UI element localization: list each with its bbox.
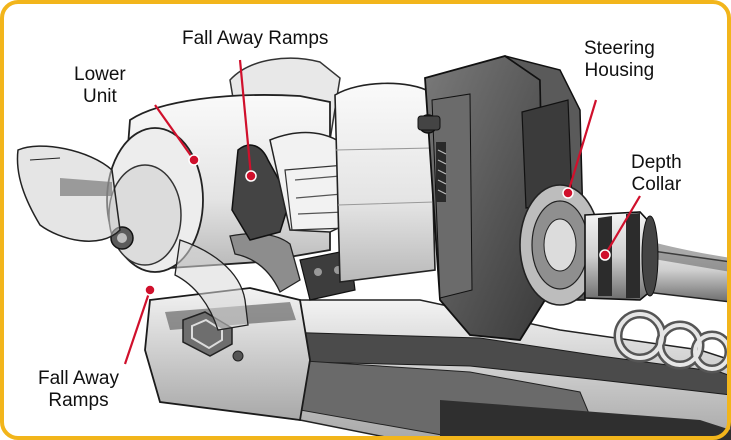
callout-fall-away-ramps-bottom: Fall Away Ramps — [38, 368, 119, 412]
leader-fall-away-ramps-top — [238, 59, 253, 177]
callout-depth-collar: Depth Collar — [631, 152, 682, 196]
leader-dots — [144, 154, 611, 296]
callout-fall-away-ramps-bottom-line1: Fall Away — [38, 368, 119, 389]
leader-depth-collar — [604, 195, 641, 256]
callout-depth-collar-line2: Collar — [631, 174, 682, 195]
steering-collar-disc — [519, 184, 601, 306]
callout-lower-unit-line2: Unit — [82, 86, 117, 107]
ramp-bracket — [231, 131, 356, 301]
callout-fall-away-ramps-bottom-line2: Ramps — [48, 390, 109, 411]
callout-steering-housing-line1: Steering — [584, 38, 655, 59]
leader-fall-away-ramps-bottom — [123, 289, 152, 365]
center-tube — [334, 82, 436, 283]
callout-lower-unit: Lower Unit — [74, 64, 126, 108]
callout-steering-housing: Steering Housing — [584, 38, 655, 82]
callout-steering-housing-line2: Housing — [584, 60, 655, 81]
front-guard — [174, 232, 301, 331]
callout-depth-collar-line1: Depth — [631, 152, 682, 173]
leader-steering-housing — [566, 99, 598, 194]
depth-collar-body — [584, 211, 659, 301]
leader-lines — [123, 59, 641, 365]
callout-lower-unit-line1: Lower — [74, 64, 126, 85]
side-plate — [144, 287, 311, 422]
propeller-blade — [16, 145, 121, 242]
leader-lower-unit — [154, 104, 195, 161]
callout-fall-away-ramps-top: Fall Away Ramps — [182, 28, 328, 50]
callout-fall-away-ramps-top-line1: Fall Away Ramps — [182, 28, 329, 49]
